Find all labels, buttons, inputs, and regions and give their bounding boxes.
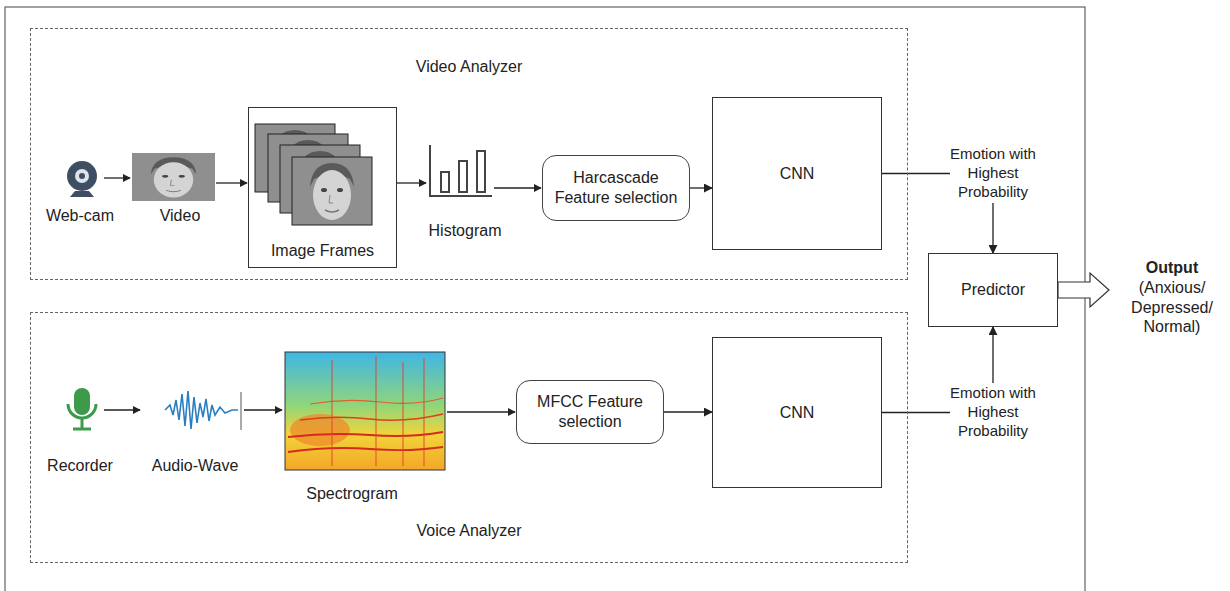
flow-arrow <box>494 187 541 188</box>
edge-label: Emotion with Highest Probability <box>950 383 1036 441</box>
webcam-body <box>67 161 97 191</box>
microphone-icon <box>68 388 96 429</box>
icon-label: Histogram <box>429 221 502 241</box>
spectrogram-band <box>288 432 443 437</box>
flow-arrow <box>447 411 515 412</box>
spectrogram-energy <box>290 414 350 446</box>
analyzer-group: Voice Analyzer MFCC Feature selection CNN <box>30 312 908 563</box>
node-text: MFCC Feature selection <box>525 392 655 431</box>
predictor-box: Predictor <box>928 253 1058 327</box>
node-text: CNN <box>780 164 815 184</box>
webcam-base <box>70 191 94 197</box>
histogram-bar <box>477 151 485 192</box>
flow-arrows <box>104 178 541 412</box>
mic-base <box>73 428 91 431</box>
model-box: CNN <box>712 97 882 250</box>
video-thumbnail <box>132 153 215 201</box>
icon-label: Web-cam <box>46 206 114 226</box>
group-title: Voice Analyzer <box>31 521 907 540</box>
connector-arrow <box>664 411 712 412</box>
process-box: Harcascade Feature selection <box>542 155 690 221</box>
webcam-icon <box>67 161 97 197</box>
frames-box: Image Frames <box>248 107 397 268</box>
spectrogram-streak <box>331 360 332 466</box>
flow-arrow <box>244 409 282 410</box>
webcam-lens <box>75 169 89 183</box>
spectrogram-image <box>285 352 445 470</box>
group-title: Video Analyzer <box>31 57 907 76</box>
node-text: Image Frames <box>271 241 374 261</box>
mic-stem <box>81 418 84 428</box>
icon-label: Video <box>160 206 201 226</box>
image-frames-stack <box>255 124 372 225</box>
analyzer-group: Video AnalyzerImage Frames Harcascade Fea… <box>30 28 908 280</box>
output-arrow <box>1058 273 1109 307</box>
histogram-icon <box>430 145 492 196</box>
spectrogram-band <box>300 414 443 420</box>
histogram-bar <box>459 161 467 192</box>
flow-arrow <box>397 182 426 183</box>
outer-frame <box>5 7 1085 591</box>
model-box: CNN <box>712 337 882 488</box>
flow-arrow <box>104 177 130 178</box>
histogram-bar <box>441 172 449 192</box>
node-text: Predictor <box>961 280 1025 300</box>
spectrogram-streak <box>423 358 424 466</box>
audio-waveform <box>165 391 238 429</box>
spectrogram-band <box>288 447 443 452</box>
frame-image <box>292 157 372 225</box>
flow-arrow <box>216 182 247 183</box>
node-text: Harcascade Feature selection <box>551 168 681 207</box>
webcam-pupil <box>79 173 85 179</box>
plot-axis <box>241 392 242 430</box>
icon-label: Spectrogram <box>306 484 398 504</box>
flow-arrow <box>104 409 140 410</box>
spectrogram-streak <box>402 362 403 466</box>
spectrogram-streak <box>375 356 376 466</box>
node-text: CNN <box>780 403 815 423</box>
edge-label: Emotion with Highest Probability <box>950 144 1036 202</box>
histogram-axes <box>430 145 492 196</box>
spectrogram-field <box>285 352 445 470</box>
output-classes: (Anxious/ Depressed/ Normal) <box>1122 278 1222 337</box>
icon-label: Audio-Wave <box>152 456 239 476</box>
icon-label: Recorder <box>47 456 113 476</box>
audio-wave-plot <box>165 391 241 430</box>
process-box: MFCC Feature selection <box>516 380 664 444</box>
output-title: Output <box>1146 258 1198 278</box>
mic-head <box>74 388 90 415</box>
mic-holder <box>68 404 96 418</box>
connector-arrow <box>690 187 712 188</box>
frame-border <box>292 157 372 225</box>
